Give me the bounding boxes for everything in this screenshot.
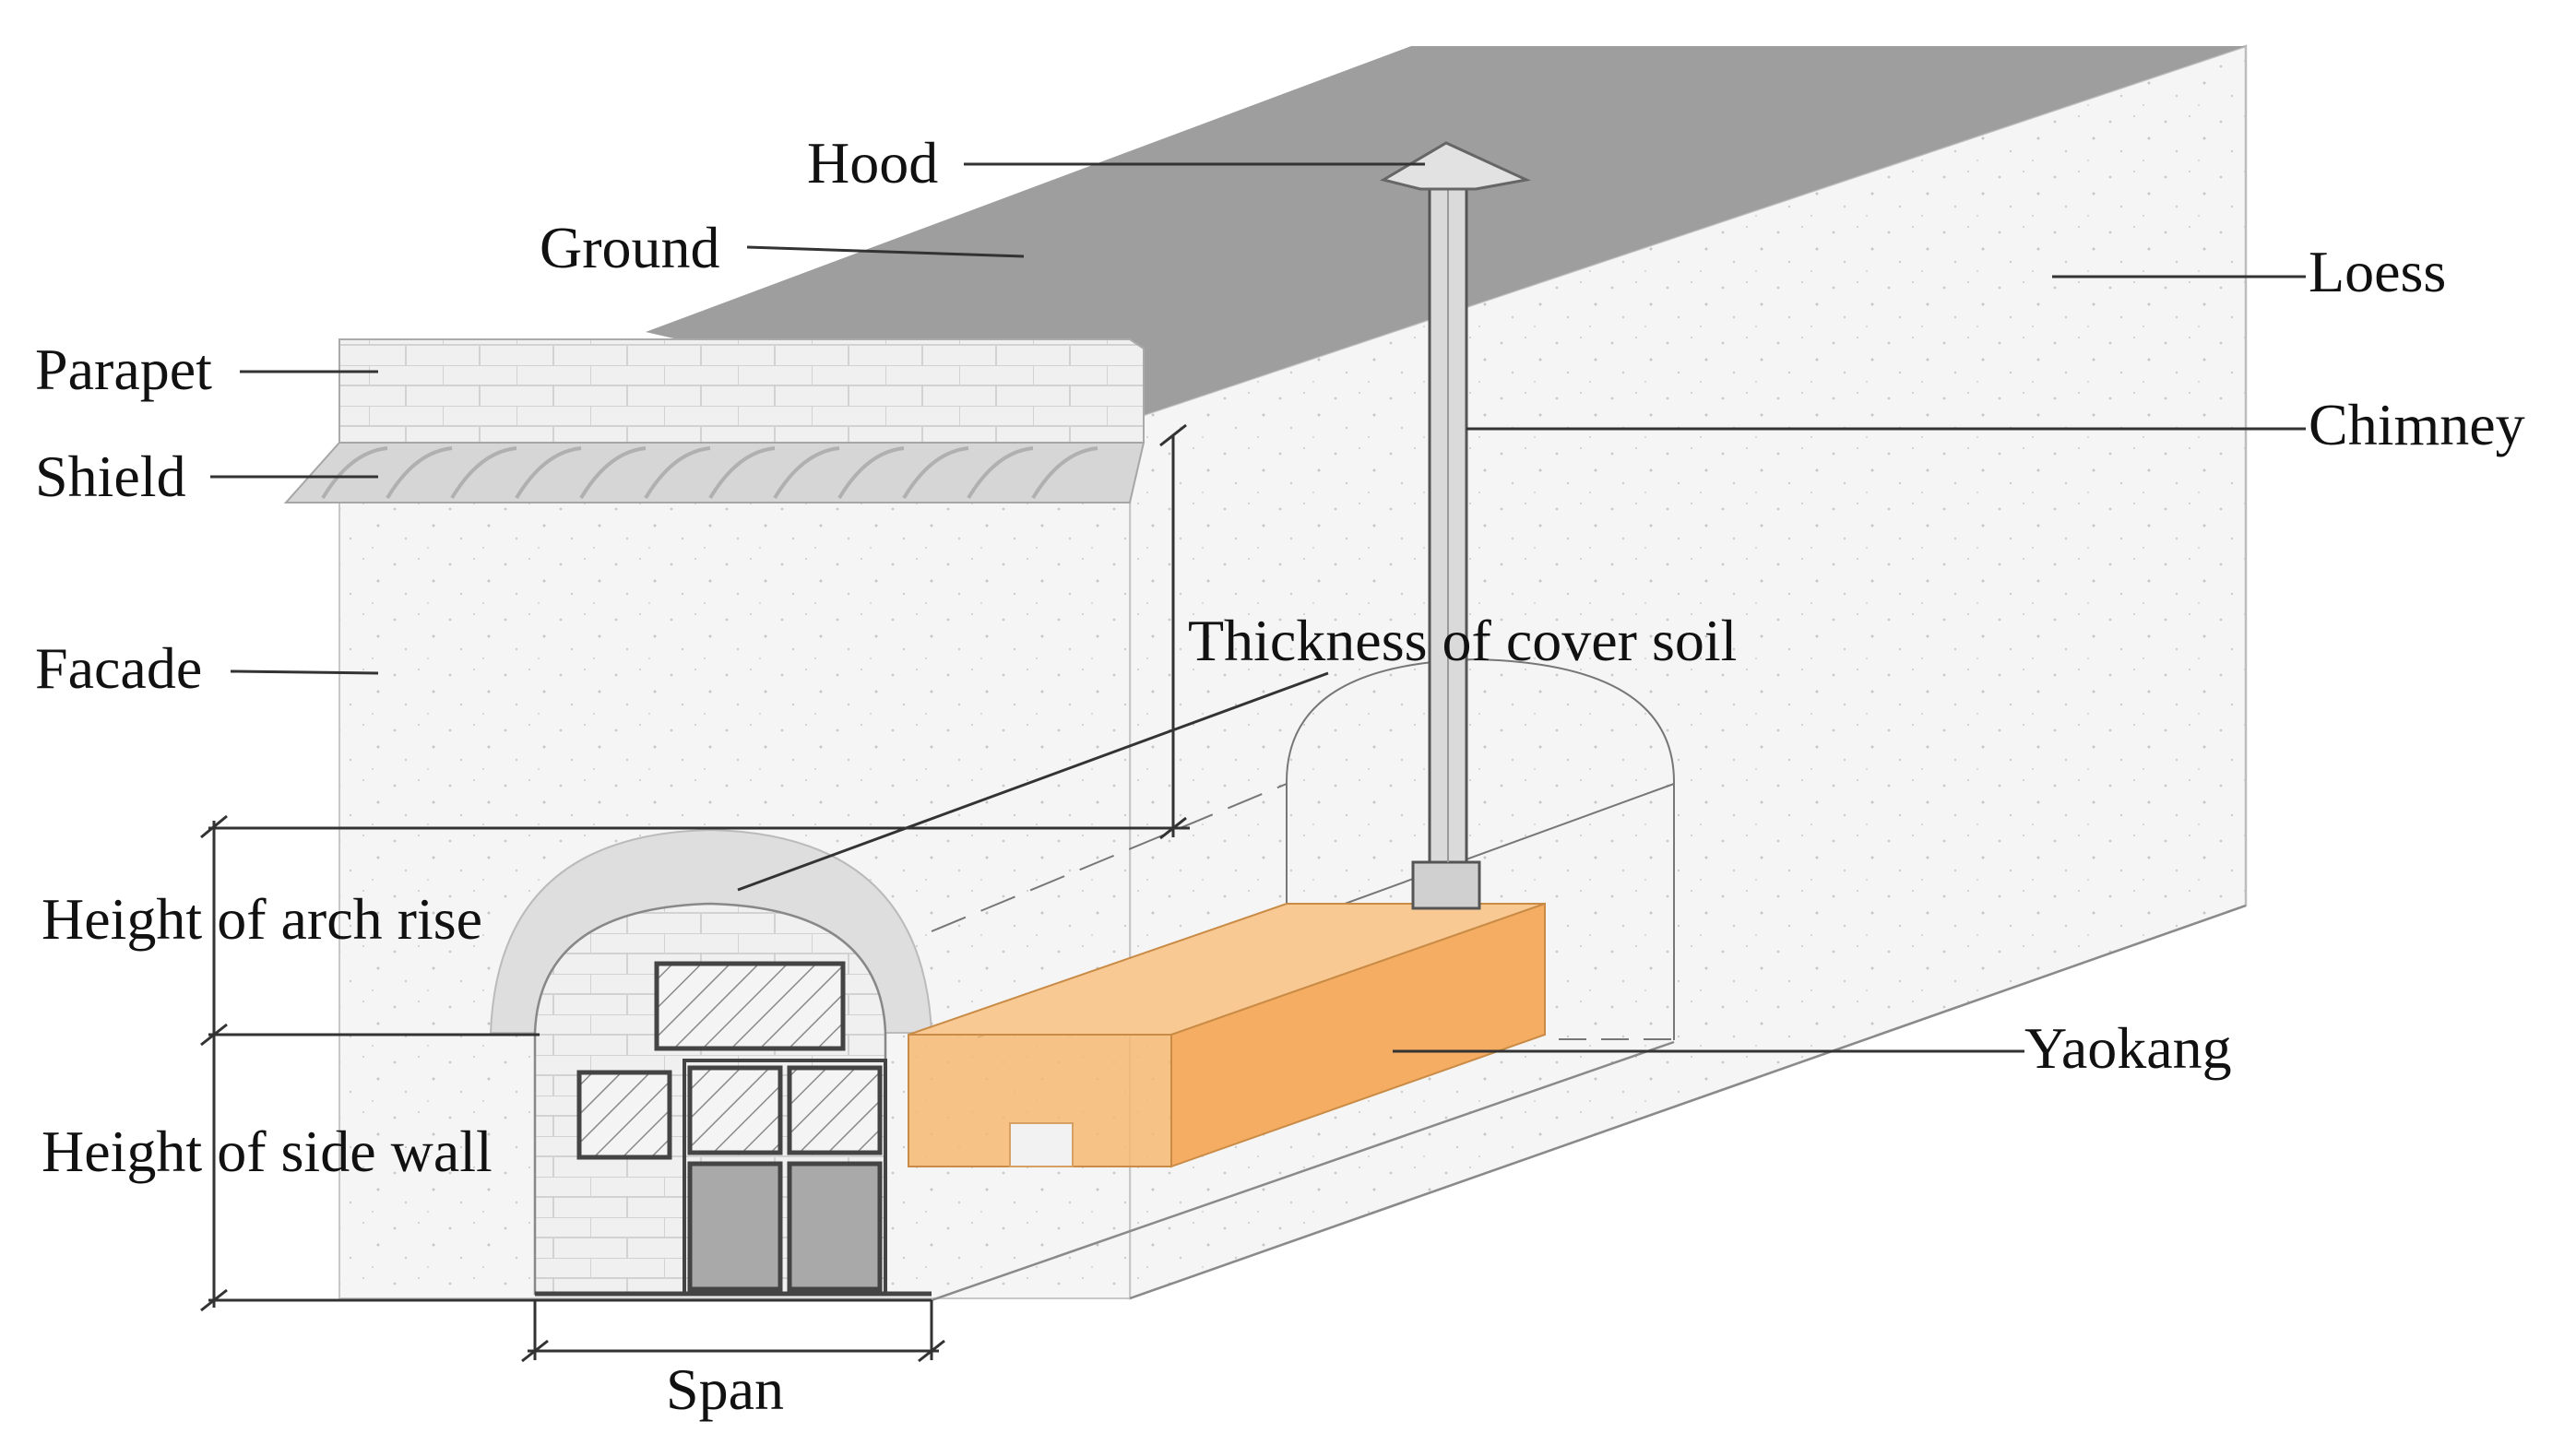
label-chimney: Chimney [2309,392,2525,457]
leader-lines [210,162,2306,1053]
label-hood: Hood [807,130,938,195]
yaokang-stove-opening [1009,1122,1074,1167]
transom-window [654,961,846,1051]
door-glass-right [787,1065,883,1155]
door-panel-right [787,1161,883,1292]
shield [283,442,1146,503]
label-shield: Shield [35,444,186,509]
hood [1380,141,1531,191]
side-window [576,1070,672,1160]
parapet [338,338,1145,444]
tunnel-outline [931,657,2247,1302]
dimension-lines [200,423,1190,1363]
door-panel-left [687,1161,783,1292]
label-ground: Ground [540,215,720,280]
label-height-arch-rise: Height of arch rise [42,886,482,952]
door-glass-left [687,1065,783,1155]
label-thickness-cover-soil: Thickness of cover soil [1188,608,1737,673]
label-facade: Facade [35,635,202,701]
yaokang-side [1170,902,1546,1168]
shield-tiles [321,446,1098,500]
label-span: Span [666,1356,784,1422]
label-height-side-wall: Height of side wall [42,1119,493,1184]
label-parapet: Parapet [35,337,212,402]
label-loess: Loess [2309,239,2446,304]
label-yaokang: Yaokang [2024,1015,2232,1081]
chimney-base [1411,860,1481,910]
